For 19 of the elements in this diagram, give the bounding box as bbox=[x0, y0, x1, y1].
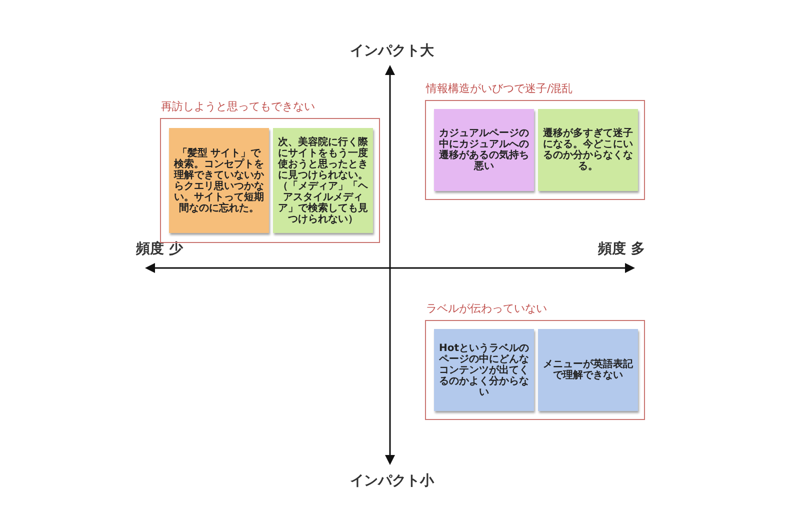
sticky-note bbox=[538, 329, 638, 411]
axis-label: インパクト小 bbox=[350, 472, 434, 490]
sticky-note bbox=[273, 128, 373, 233]
note-text: Hotというラベルのページの中にどんなコンテンツが出てくるのかよく分からない bbox=[438, 342, 530, 398]
group-heading: 情報構造がいびつで迷子/混乱 bbox=[426, 81, 573, 96]
sticky-note bbox=[169, 128, 269, 233]
group-heading: 再訪しようと思ってもできない bbox=[161, 99, 315, 114]
axis-label: 頻度 多 bbox=[598, 240, 645, 258]
sticky-note bbox=[538, 109, 638, 191]
sticky-note bbox=[434, 109, 534, 191]
note-text: メニューが英語表記で理解できない bbox=[542, 359, 634, 381]
note-text: 「髪型 サイト」で検索。コンセプトを理解できていないからクエリ思いつかない。サイトって短期間なのに忘れた。 bbox=[173, 148, 265, 214]
group-heading: ラベルが伝わっていない bbox=[426, 301, 547, 316]
axis-label: インパクト大 bbox=[350, 42, 434, 60]
sticky-note bbox=[434, 329, 534, 411]
axis-label: 頻度 少 bbox=[136, 240, 183, 258]
note-text: 次、美容院に行く際にサイトをもう一度使おうと思ったときに見つけられない。（「メディア」「ヘアスタイルメディア」で検索しても見つけられない） bbox=[277, 136, 369, 224]
note-text: カジュアルページの中にカジュアルへの遷移があるの気持ち悪い bbox=[438, 128, 530, 172]
note-text: 遷移が多すぎて迷子になる。今どこにいるのか分からなくなる。 bbox=[542, 128, 634, 172]
